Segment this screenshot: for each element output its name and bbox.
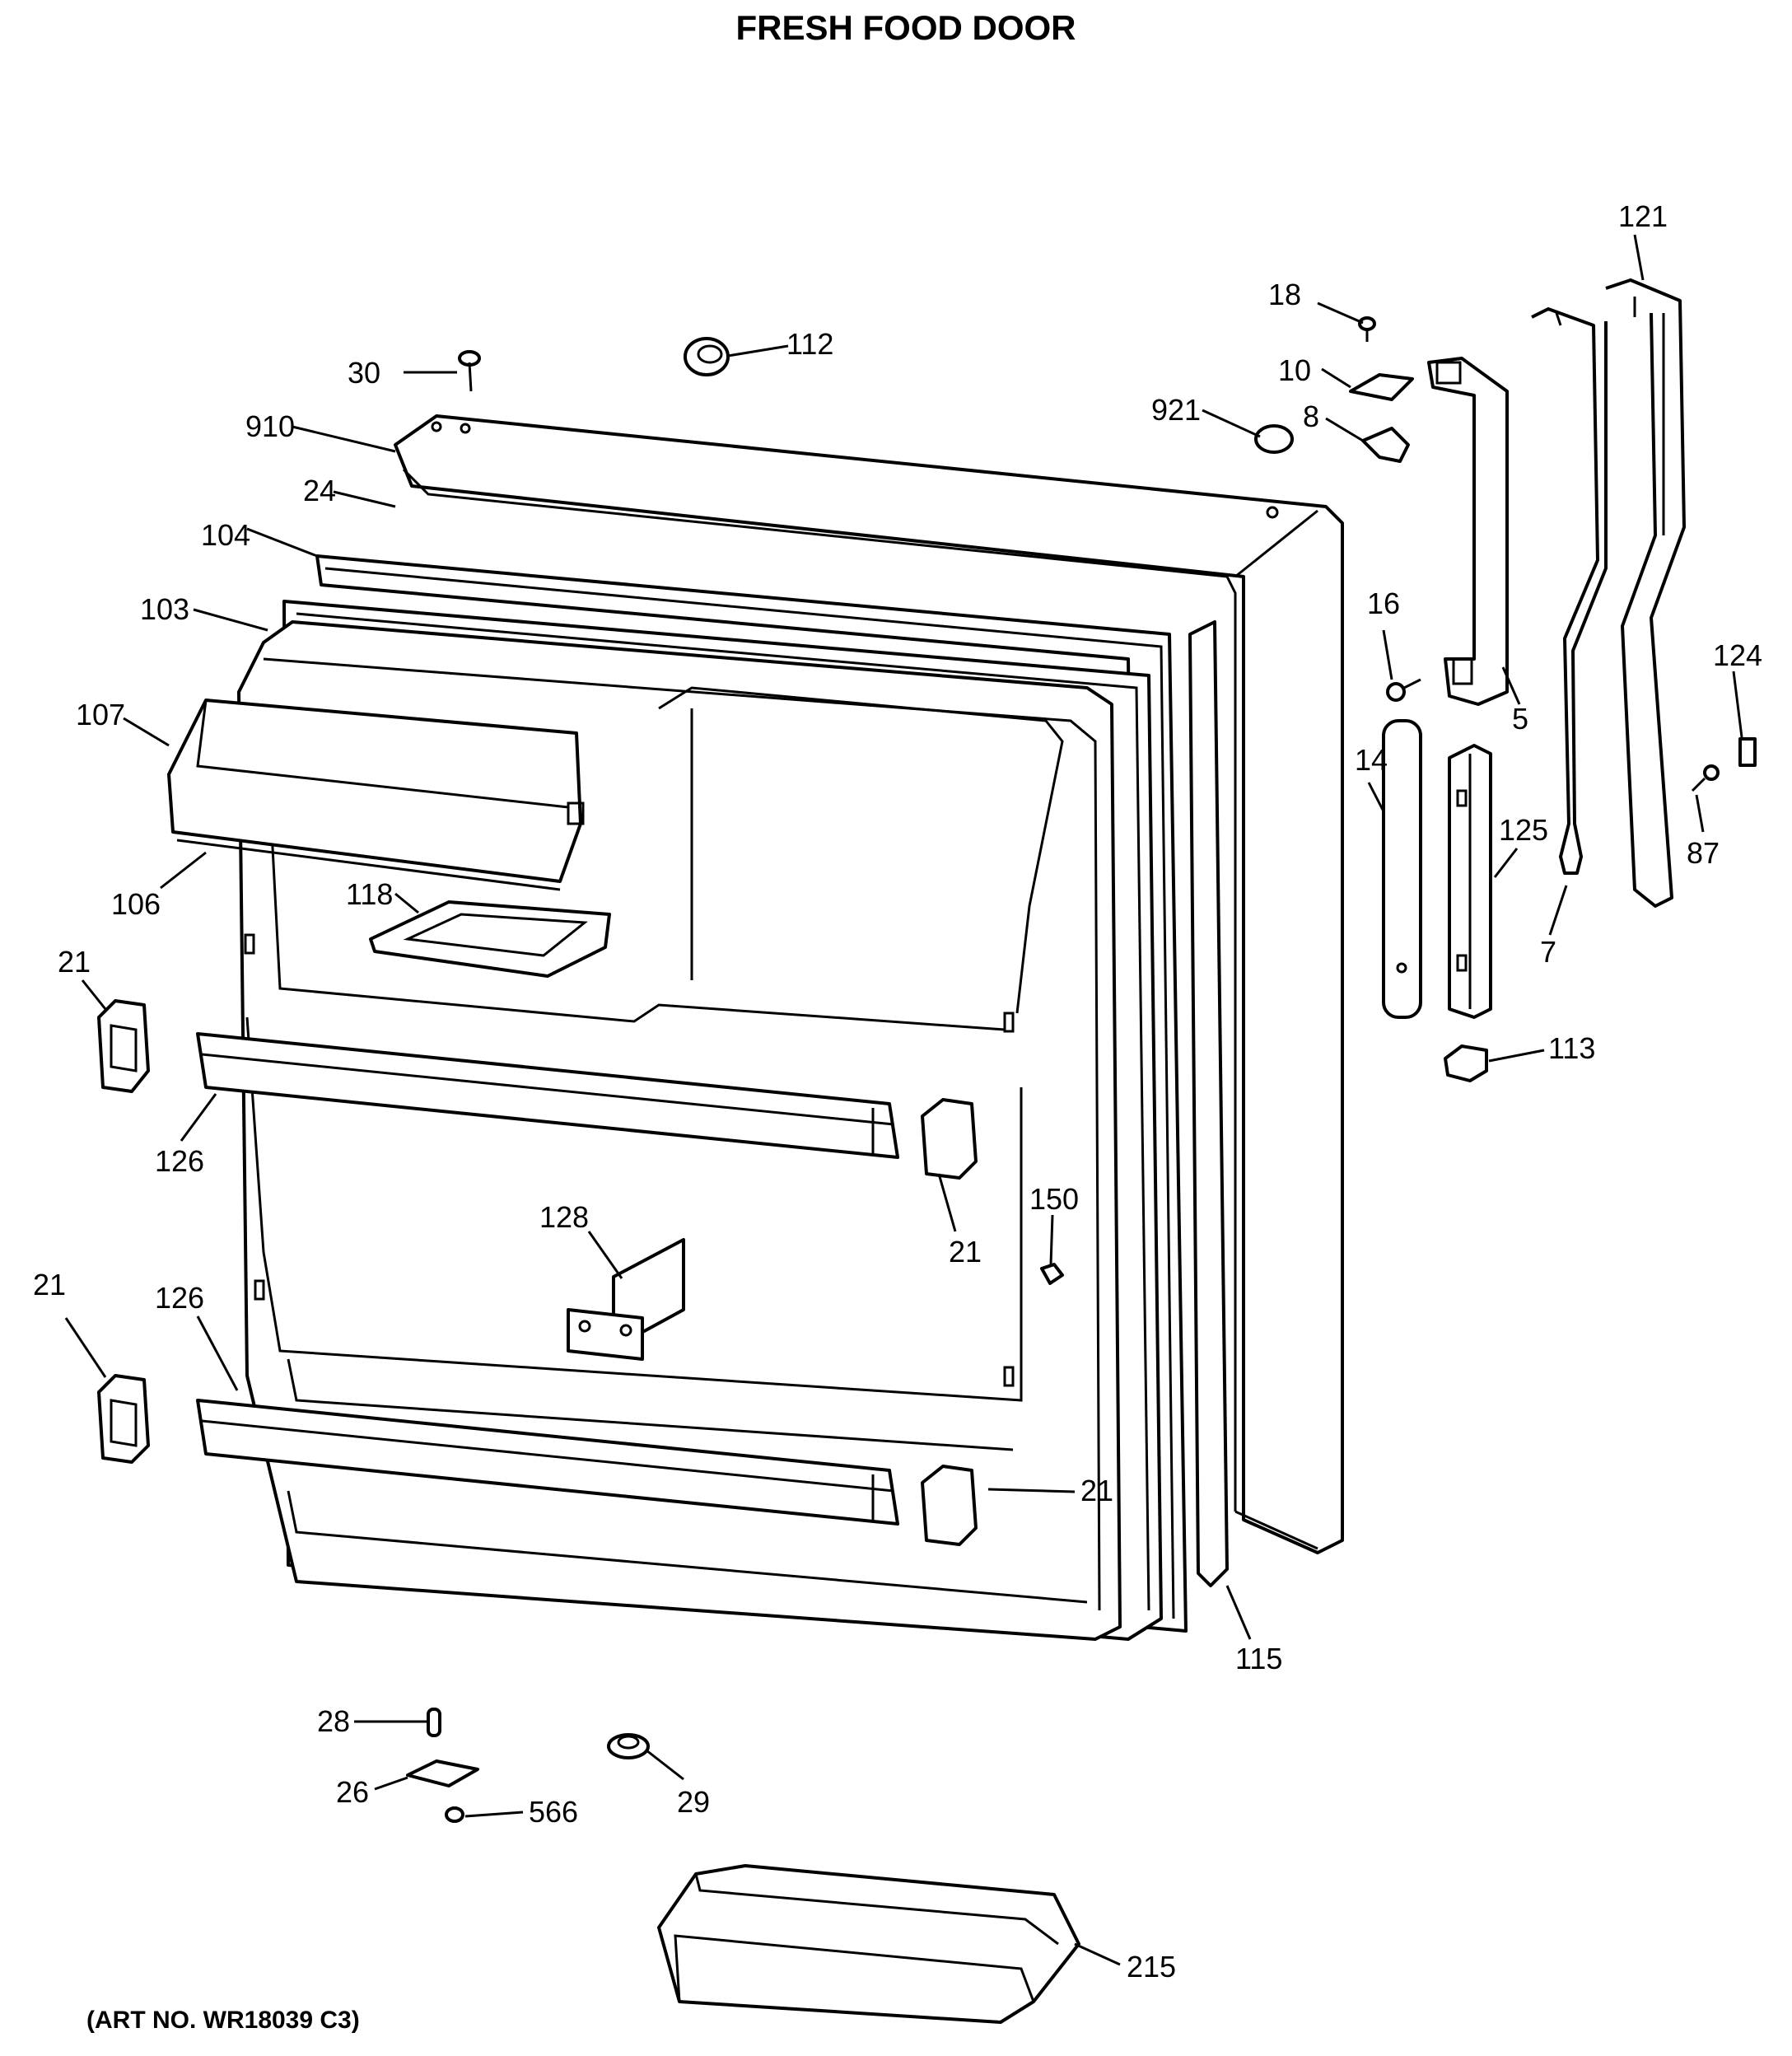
callout-112: 112 [786, 327, 833, 361]
door-bin-215 [657, 1864, 1080, 2024]
callout-566: 566 [529, 1795, 578, 1829]
door-handle-5 [1427, 357, 1509, 706]
plate-26 [406, 1759, 479, 1787]
upper-shelf-bar [196, 1032, 899, 1159]
plug-112-icon [684, 337, 730, 376]
callout-124: 124 [1713, 638, 1762, 672]
callout-215: 215 [1127, 1950, 1176, 1984]
callout-107: 107 [76, 698, 125, 731]
plug-921-icon [1254, 424, 1294, 454]
callout-5: 5 [1512, 702, 1528, 736]
shelf-end-cap-right-upper [921, 1098, 978, 1180]
outer-door-panel [394, 414, 1344, 1554]
callout-30: 30 [348, 356, 380, 390]
callout-10: 10 [1278, 353, 1311, 387]
pin-28-icon [427, 1708, 441, 1737]
trim-14 [1382, 719, 1422, 1019]
callout-126-lower: 126 [155, 1281, 204, 1315]
callout-104: 104 [201, 518, 250, 552]
callout-14: 14 [1355, 743, 1388, 777]
callout-18: 18 [1268, 278, 1301, 311]
callout-126-upper: 126 [155, 1144, 204, 1178]
callout-28: 28 [317, 1704, 350, 1738]
callout-121: 121 [1618, 199, 1668, 233]
callout-labels: 121 18 112 30 10 921 8 910 24 104 103 16… [33, 199, 1762, 1984]
screw-18-icon [1358, 316, 1376, 342]
callout-128: 128 [539, 1200, 589, 1234]
screw-30-icon [458, 350, 481, 392]
callout-118: 118 [346, 877, 393, 911]
shelf-end-cap-left-upper [97, 999, 150, 1093]
cap-29-icon [607, 1733, 650, 1759]
callout-921: 921 [1151, 393, 1201, 427]
callout-8: 8 [1303, 400, 1319, 433]
cam-8 [1361, 427, 1410, 463]
callout-16: 16 [1367, 586, 1400, 620]
screw-150-icon [1040, 1263, 1064, 1285]
screw-87-icon [1691, 764, 1720, 792]
callout-150: 150 [1029, 1182, 1079, 1216]
callout-115: 115 [1235, 1642, 1282, 1675]
callout-21-upper-right: 21 [949, 1235, 982, 1269]
callout-103: 103 [140, 592, 189, 626]
callout-21-upper-left: 21 [58, 945, 91, 979]
callout-910: 910 [245, 409, 295, 443]
shelf-end-cap-right-lower [921, 1465, 978, 1546]
callout-26: 26 [336, 1775, 369, 1809]
door-seal-strip [1188, 620, 1229, 1587]
bushing-113 [1444, 1044, 1488, 1082]
screw-16-icon [1386, 678, 1421, 702]
callout-113: 113 [1548, 1031, 1595, 1065]
callout-21-lower-left: 21 [33, 1268, 66, 1301]
screw-566-icon [445, 1806, 464, 1823]
handle-bar-7 [1531, 307, 1608, 875]
channel-125 [1448, 744, 1492, 1019]
lower-shelf-bar [196, 1399, 899, 1526]
handle-bar-121 [1605, 278, 1686, 908]
leader-lines [64, 234, 1743, 1966]
callout-125: 125 [1499, 813, 1548, 847]
dairy-compartment-door [167, 699, 585, 891]
shelf-divider [567, 1238, 685, 1361]
callout-24: 24 [303, 474, 336, 507]
diagram-title: FRESH FOOD DOOR [735, 8, 1076, 47]
callout-7: 7 [1540, 935, 1556, 969]
bracket-10 [1349, 373, 1414, 401]
callout-87: 87 [1687, 836, 1720, 870]
callout-21-lower-right: 21 [1080, 1474, 1113, 1507]
clip-124 [1738, 737, 1757, 767]
callout-106: 106 [111, 887, 161, 921]
art-number: (ART NO. WR18039 C3) [86, 2007, 360, 2034]
shelf-end-cap-left-lower [97, 1374, 150, 1464]
callout-29: 29 [677, 1785, 710, 1819]
egg-tray [369, 900, 611, 978]
